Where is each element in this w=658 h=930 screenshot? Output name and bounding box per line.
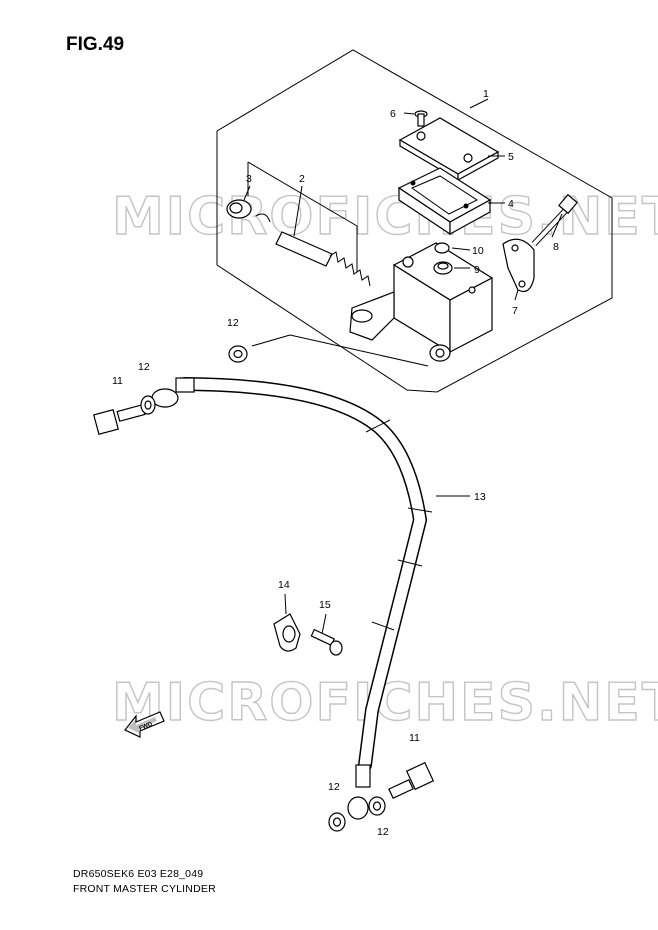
diaphragm-part-4	[397, 167, 492, 236]
hose-clamp-part-14	[273, 613, 301, 652]
fwd-label: FWD	[139, 721, 155, 732]
banjo-fitting-upper	[151, 377, 195, 408]
callout-14: 14	[278, 579, 290, 591]
leader-lines	[243, 98, 563, 497]
washer-lower-a-part-12	[328, 812, 346, 832]
diagram-code: DR650SEK6 E03 E28_049	[73, 868, 204, 880]
callout-2: 2	[299, 173, 305, 185]
diagram-name: FRONT MASTER CYLINDER	[73, 883, 216, 895]
washer-upper-b-part-12	[140, 395, 156, 415]
callout-10: 10	[472, 245, 484, 257]
group-bracket-2-3	[247, 161, 358, 272]
piston-part-2	[275, 231, 371, 287]
master-cylinder-body	[349, 242, 494, 362]
washer-upper-a-part-12	[228, 345, 248, 363]
callout-15: 15	[319, 599, 331, 611]
washer-lower-b-part-12	[368, 796, 386, 816]
callout-4: 4	[508, 198, 514, 210]
fwd-arrow-icon: FWD	[124, 711, 165, 738]
cap-part-9	[433, 261, 453, 275]
callout-6: 6	[390, 108, 396, 120]
screw-part-6	[414, 110, 428, 127]
bolt-part-15	[310, 628, 343, 656]
callout-12-d: 12	[377, 826, 389, 838]
banjo-bolt-lower-part-11	[388, 761, 435, 799]
brake-hose-part-13	[178, 377, 433, 772]
callout-8: 8	[553, 241, 559, 253]
callout-12-a: 12	[227, 317, 239, 329]
callout-3: 3	[246, 173, 252, 185]
reservoir-cap-part-5	[398, 117, 500, 182]
assembly-outline	[216, 49, 613, 393]
leader-15	[321, 613, 327, 635]
figure-title: FIG.49	[66, 34, 125, 55]
callout-12-b: 12	[138, 361, 150, 373]
watermark-top: MICROFICHES.NET	[112, 187, 658, 247]
holder-part-7	[502, 238, 535, 293]
callout-9: 9	[474, 264, 480, 276]
banjo-fitting-lower	[347, 764, 371, 820]
callout-7: 7	[512, 305, 518, 317]
bolt-part-8	[531, 193, 578, 247]
banjo-bolt-upper-part-11	[93, 404, 146, 435]
callout-1: 1	[483, 88, 489, 100]
callout-11-lower: 11	[409, 732, 420, 744]
leader-14	[284, 593, 287, 615]
boot-part-3	[226, 199, 271, 223]
oring-part-10	[434, 242, 450, 254]
callout-5: 5	[508, 151, 514, 163]
callout-11-upper: 11	[112, 375, 123, 387]
callout-13: 13	[474, 491, 486, 503]
callout-12-c: 12	[328, 781, 340, 793]
